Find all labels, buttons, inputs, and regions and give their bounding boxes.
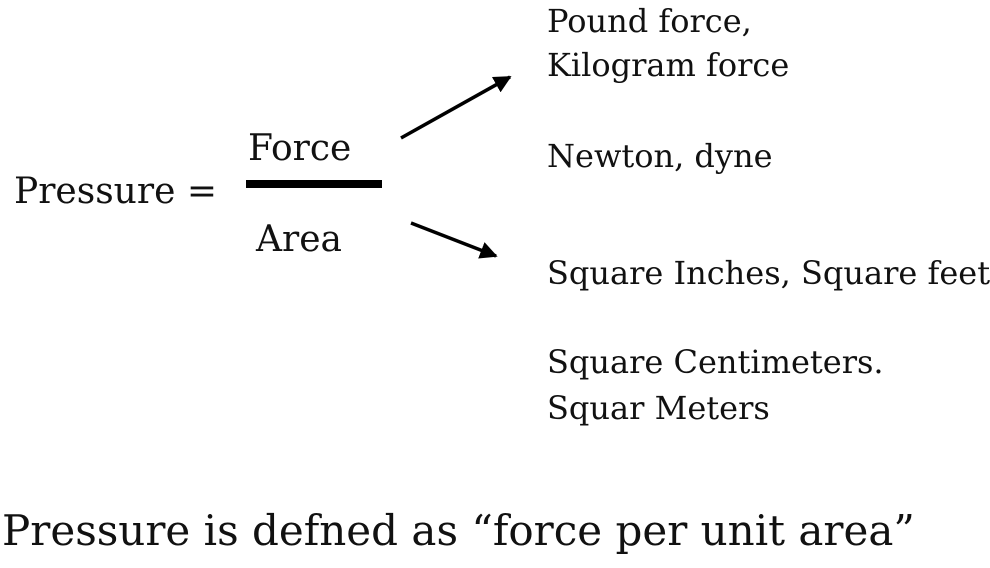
force-arrow [400,75,512,140]
force-unit-kilogram: Kilogram force [547,46,790,84]
force-unit-newton-dyne: Newton, dyne [547,137,773,175]
force-unit-pound: Pound force, [547,2,752,40]
area-arrow [410,221,498,259]
definition-caption: Pressure is defned as “force per unit ar… [2,506,915,555]
pressure-label: Pressure = [14,171,217,212]
area-unit-inches-feet: Square Inches, Square feet [547,254,990,292]
area-unit-meters: Squar Meters [547,389,770,427]
numerator-force: Force [248,128,352,169]
fraction-bar [246,180,382,188]
denominator-area: Area [256,219,342,260]
area-unit-centimeters: Square Centimeters. [547,343,884,381]
